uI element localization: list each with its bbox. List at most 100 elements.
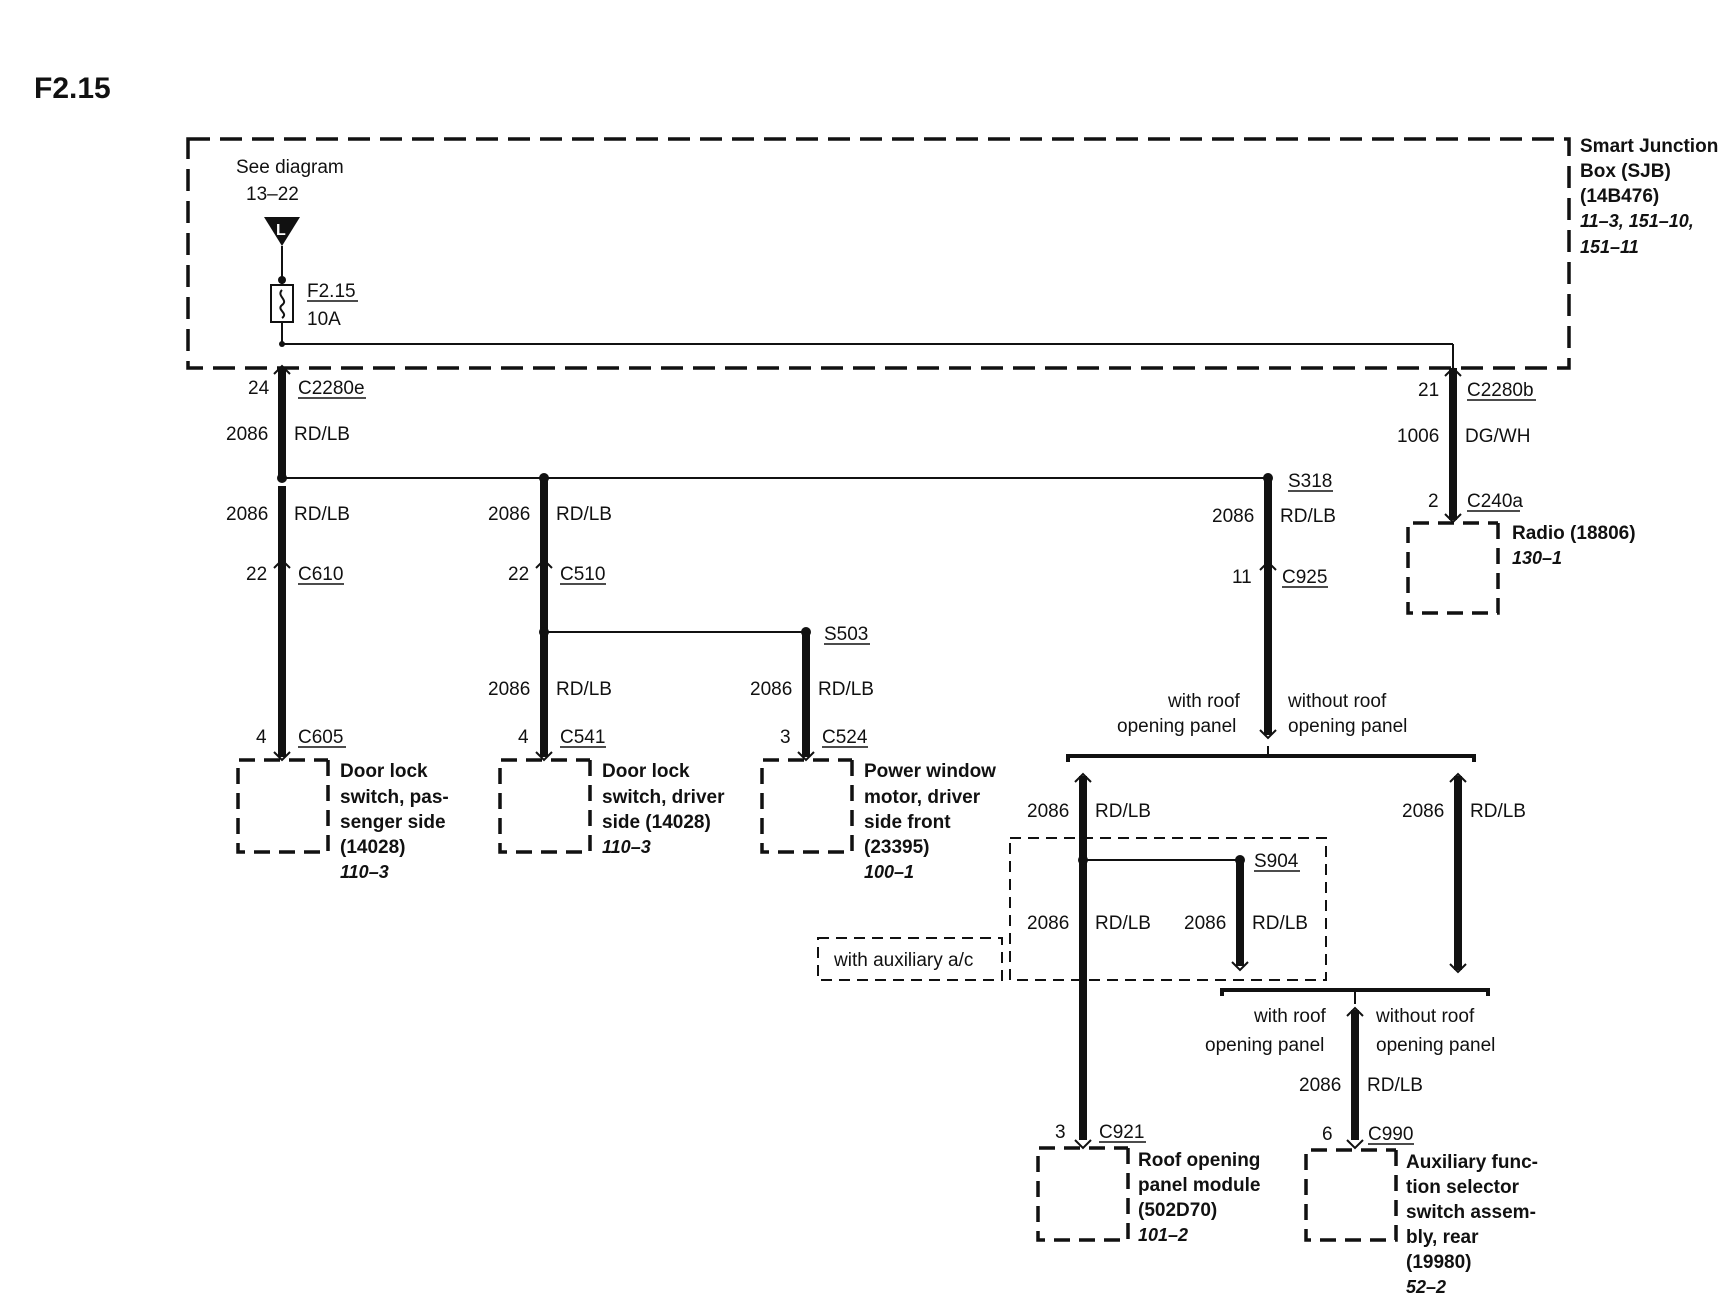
without-roof-2: opening panel xyxy=(1288,716,1407,737)
window-ref: 100–1 xyxy=(864,862,914,882)
door-drv-line-1: Door lock xyxy=(602,761,690,782)
aux-ac-region xyxy=(1009,837,1327,981)
c921-name: C921 xyxy=(1099,1122,1144,1143)
page-title: F2.15 xyxy=(34,72,111,105)
dg-wire-color: DG/WH xyxy=(1465,426,1530,447)
c2280e-pin: 24 xyxy=(248,378,270,399)
without-roof-1: without roof xyxy=(1287,691,1387,712)
c2280b-name: C2280b xyxy=(1467,380,1534,401)
c610-pin: 22 xyxy=(246,564,267,585)
roof-module-box xyxy=(1036,1146,1130,1242)
wire-num: 2086 xyxy=(750,679,792,700)
window-line-3: side front xyxy=(864,812,951,833)
aux-line-2: tion selector xyxy=(1406,1177,1520,1198)
see-diagram-ref: 13–22 xyxy=(246,184,299,205)
s503-label: S503 xyxy=(824,624,868,645)
window-motor-box xyxy=(760,758,854,854)
sjb-box xyxy=(186,137,1571,370)
c925-name: C925 xyxy=(1282,567,1327,588)
with-roof-2: opening panel xyxy=(1117,716,1236,737)
door-pass-line-3: senger side xyxy=(340,812,446,833)
window-line-2: motor, driver xyxy=(864,787,981,808)
c541-name: C541 xyxy=(560,727,605,748)
c990-pin: 6 xyxy=(1322,1124,1333,1145)
wire-color: RD/LB xyxy=(294,504,350,525)
door-drv-line-2: switch, driver xyxy=(602,787,725,808)
c510-pin: 22 xyxy=(508,564,529,585)
door-pass-ref: 110–3 xyxy=(340,862,389,882)
wire-num: 2086 xyxy=(488,679,530,700)
c541-pin: 4 xyxy=(518,727,529,748)
without-roof-1: without roof xyxy=(1375,1006,1475,1027)
radio-label: Radio (18806) xyxy=(1512,523,1636,544)
aux-switch-box xyxy=(1304,1148,1398,1242)
wire-color: RD/LB xyxy=(556,504,612,525)
roof-line-3: (502D70) xyxy=(1138,1200,1217,1221)
c921-pin: 3 xyxy=(1055,1122,1066,1143)
wire-color: RD/LB xyxy=(1252,913,1308,934)
svg-text:L: L xyxy=(276,222,286,239)
wire-num: 2086 xyxy=(226,424,268,445)
window-line-4: (23395) xyxy=(864,837,930,858)
door-drv-ref: 110–3 xyxy=(602,837,651,857)
see-diagram-label: See diagram xyxy=(236,157,344,178)
c524-pin: 3 xyxy=(780,727,791,748)
c510-name: C510 xyxy=(560,564,605,585)
c925-pin: 11 xyxy=(1232,567,1252,588)
roof-line-2: panel module xyxy=(1138,1175,1260,1196)
c605-name: C605 xyxy=(298,727,343,748)
without-roof-2: opening panel xyxy=(1376,1035,1495,1056)
c240a-name: C240a xyxy=(1467,491,1523,512)
wire-num: 2086 xyxy=(226,504,268,525)
aux-line-3: switch assem- xyxy=(1406,1202,1536,1223)
aux-line-1: Auxiliary func- xyxy=(1406,1152,1538,1173)
sjb-label-3: (14B476) xyxy=(1580,186,1659,207)
door-lock-driver-box xyxy=(498,758,592,854)
c240a-pin: 2 xyxy=(1428,491,1439,512)
door-drv-line-3: side (14028) xyxy=(602,812,711,833)
c524-name: C524 xyxy=(822,727,868,748)
with-roof-1: with roof xyxy=(1253,1006,1327,1027)
wire-color: RD/LB xyxy=(1280,506,1336,527)
radio-box xyxy=(1406,521,1500,615)
aux-line-5: (19980) xyxy=(1406,1252,1472,1273)
aux-ac-label: with auxiliary a/c xyxy=(833,950,973,971)
door-lock-passenger-box xyxy=(236,758,330,854)
c610-name: C610 xyxy=(298,564,343,585)
sjb-label-2: Box (SJB) xyxy=(1580,161,1671,182)
wire-color: RD/LB xyxy=(556,679,612,700)
wire-color: RD/LB xyxy=(1470,801,1526,822)
wire-num: 2086 xyxy=(1212,506,1254,527)
wire-color: RD/LB xyxy=(1367,1075,1423,1096)
wire-num: 2086 xyxy=(1402,801,1444,822)
fuse-icon xyxy=(270,284,294,323)
wire-color: RD/LB xyxy=(294,424,350,445)
c990-name: C990 xyxy=(1368,1124,1413,1145)
c605-pin: 4 xyxy=(256,727,267,748)
roof-line-1: Roof opening xyxy=(1138,1150,1260,1171)
aux-line-4: bly, rear xyxy=(1406,1227,1479,1248)
door-pass-line-4: (14028) xyxy=(340,837,406,858)
wire-num: 2086 xyxy=(488,504,530,525)
door-pass-line-2: switch, pas- xyxy=(340,787,449,808)
door-pass-line-1: Door lock xyxy=(340,761,428,782)
fuse-rating: 10A xyxy=(307,309,341,330)
sjb-ref-1: 11–3, 151–10, xyxy=(1580,211,1694,231)
s904-label: S904 xyxy=(1254,851,1299,872)
s318-label: S318 xyxy=(1288,471,1332,492)
wire-num: 2086 xyxy=(1184,913,1226,934)
power-feed-icon: L xyxy=(264,217,300,246)
c2280b-pin: 21 xyxy=(1418,380,1439,401)
wire-num: 2086 xyxy=(1299,1075,1341,1096)
aux-ref: 52–2 xyxy=(1406,1277,1446,1297)
with-roof-1: with roof xyxy=(1167,691,1241,712)
wire-color: RD/LB xyxy=(818,679,874,700)
sjb-label-1: Smart Junction xyxy=(1580,136,1718,157)
fuse-name: F2.15 xyxy=(307,281,356,302)
wire-num: 2086 xyxy=(1027,913,1069,934)
roof-ref: 101–2 xyxy=(1138,1225,1188,1245)
c2280e-name: C2280e xyxy=(298,378,365,399)
window-line-1: Power window xyxy=(864,761,996,782)
sjb-ref-2: 151–11 xyxy=(1580,237,1639,257)
